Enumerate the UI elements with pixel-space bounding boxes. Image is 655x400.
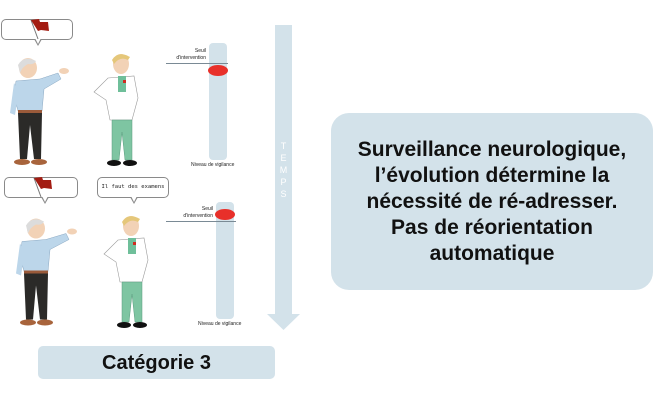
gauge-caption-1: Niveau de vigilance xyxy=(191,162,235,168)
red-flag-icon xyxy=(33,177,52,198)
category-box: Catégorie 3 xyxy=(38,346,275,379)
time-arrow-shaft xyxy=(275,25,292,315)
time-label: T E M P S xyxy=(275,140,292,200)
doctor-figure-2 xyxy=(103,216,149,328)
category-label: Catégorie 3 xyxy=(102,351,211,374)
doctor-figure-1 xyxy=(93,54,139,166)
red-flag-icon xyxy=(30,19,49,40)
summary-box: Surveillance neurologique, l’évolution d… xyxy=(331,113,653,290)
time-letter: P xyxy=(280,177,287,187)
down-arrow-icon xyxy=(267,314,300,330)
doctor-speech-bubble-2: Il faut des examens xyxy=(97,177,169,204)
patient-figure-1 xyxy=(10,58,69,165)
gauge-caption-2: Niveau de vigilance xyxy=(198,321,242,327)
time-letter: T xyxy=(280,141,287,151)
vigilance-dot-1 xyxy=(208,65,228,76)
vigilance-gauge-2 xyxy=(216,202,234,319)
patient-figure-2 xyxy=(16,218,77,326)
vigilance-gauge-1 xyxy=(209,43,227,160)
patient-speech-bubble-1 xyxy=(1,19,73,46)
doctor-speech-text: Il faut des examens xyxy=(101,184,165,190)
threshold-label-2: Seuil d'intervention xyxy=(183,206,213,219)
threshold-line-1 xyxy=(166,63,228,64)
summary-text: Surveillance neurologique, l’évolution d… xyxy=(357,137,627,265)
time-letter: M xyxy=(279,165,288,175)
patient-speech-bubble-2 xyxy=(4,177,78,204)
time-letter: S xyxy=(280,189,287,199)
threshold-label-1: Seuil d'intervention xyxy=(176,48,206,61)
vigilance-dot-2 xyxy=(215,209,235,220)
time-letter: E xyxy=(280,153,287,163)
threshold-line-2 xyxy=(166,221,236,222)
